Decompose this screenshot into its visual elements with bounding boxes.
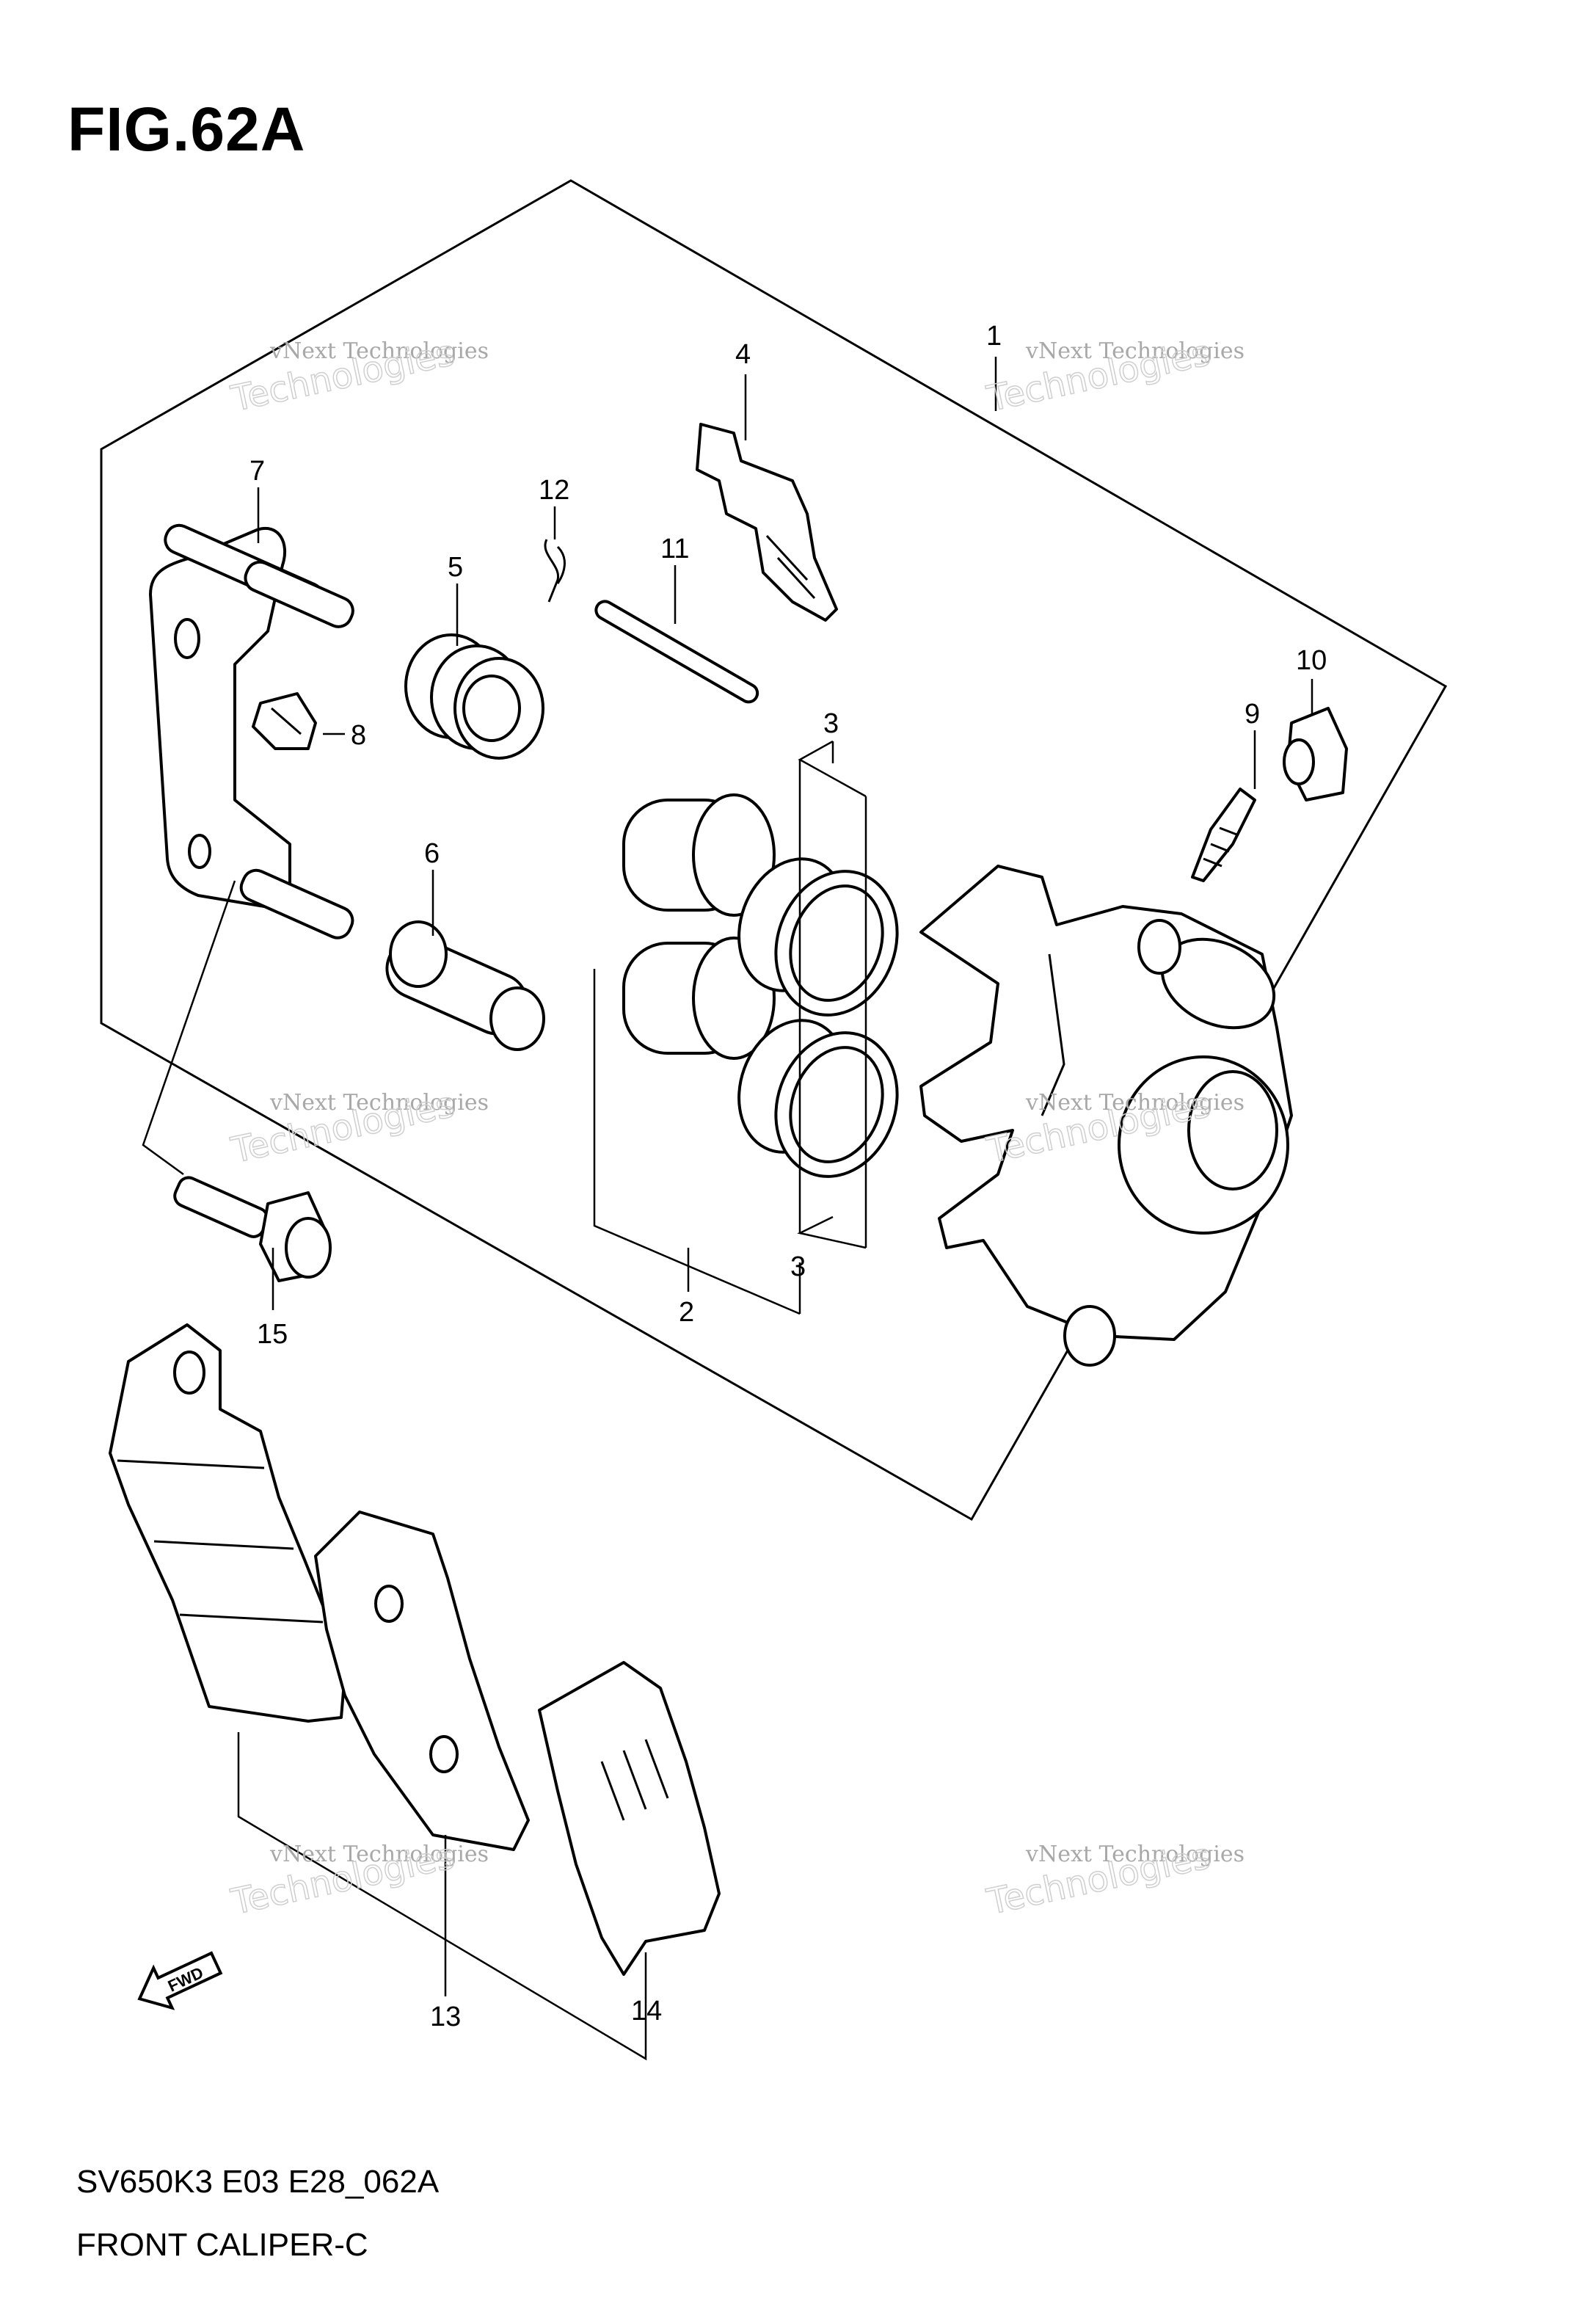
part-10-bleeder-cap [1283,707,1348,801]
callout-9: 9 [1245,699,1260,730]
part-2-pistons [622,793,776,1060]
forward-arrow-icon [137,1951,223,2010]
callout-11: 11 [660,534,689,564]
svg-text:vNext Technologies: vNext Technologies [269,338,489,364]
part-3-seals [737,857,899,1178]
callout-1: 1 [986,321,1002,352]
watermark-bottom-left: vNext Technologies Technologies [227,1835,489,1924]
callout-15: 15 [257,1319,288,1350]
callout-10: 10 [1296,645,1327,676]
footer-figure-name: FRONT CALIPER-C [76,2227,368,2263]
part-8-clip [252,692,317,750]
svg-text:vNext Technologies: vNext Technologies [1025,338,1245,364]
callout-6: 6 [424,838,440,869]
svg-text:vNext Technologies: vNext Technologies [1025,1090,1245,1116]
part-7-bracket [149,523,354,939]
watermark-top-left: vNext Technologies Technologies [227,332,489,421]
watermark-bottom-right: vNext Technologies Technologies [983,1835,1245,1924]
callout-3-lower: 3 [790,1251,806,1282]
part-11-pad-pin [594,600,759,704]
leader-lines [142,357,1313,2061]
part-12-clip [544,539,566,603]
part-6-slide-pin [385,920,545,1051]
svg-text:vNext Technologies: vNext Technologies [269,1090,489,1116]
watermark-top-right: vNext Technologies Technologies [983,332,1245,421]
svg-text:vNext Technologies: vNext Technologies [269,1842,489,1867]
callout-13: 13 [430,2002,461,2032]
part-4-pad-spring [696,423,838,622]
assembly-boundary [100,179,1448,1522]
callout-5: 5 [448,552,463,583]
figure-label: FIG.62A [68,95,306,164]
callout-4: 4 [735,339,751,370]
part-15-bolt [173,1176,332,1282]
part-13-brake-pads [109,1323,530,1851]
callout-labels: 1 2 3 3 4 5 6 7 8 9 10 11 12 13 14 15 [249,321,1327,2032]
svg-text:vNext Technologies: vNext Technologies [1025,1842,1245,1867]
callout-8: 8 [351,720,366,751]
part-5-boot [404,633,544,760]
watermark-middle-left: vNext Technologies Technologies [227,1083,489,1172]
callout-2: 2 [679,1297,694,1328]
callout-14: 14 [631,1996,662,2026]
part-14-shim [538,1661,721,1976]
callout-3-upper: 3 [823,708,839,739]
callout-7: 7 [249,456,265,487]
part-1-caliper-body [919,865,1293,1367]
forward-direction-marker: FWD [137,1951,223,2010]
callout-12: 12 [539,475,569,506]
part-9-bleeder-screw [1191,788,1256,882]
footer-model-code: SV650K3 E03 E28_062A [76,2164,440,2200]
